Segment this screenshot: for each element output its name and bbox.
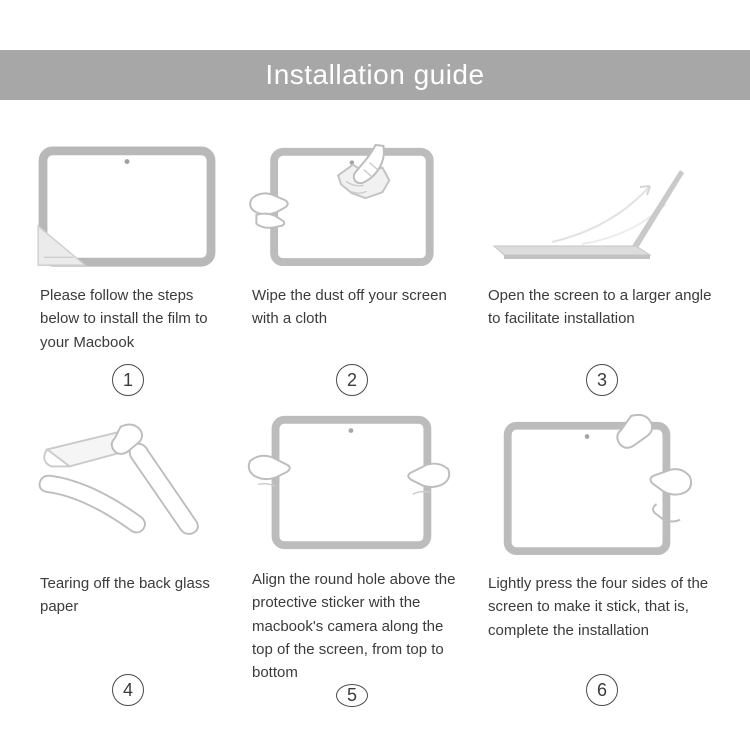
step-3-illustration xyxy=(482,122,722,270)
tear-back-paper-icon xyxy=(38,423,199,535)
step-1-illustration xyxy=(34,122,222,270)
step-2-illustration xyxy=(246,122,458,270)
step-5: Align the round hole above the protectiv… xyxy=(246,410,458,710)
step-1-caption: Please follow the steps below to install… xyxy=(40,287,208,351)
header-banner: Installation guide xyxy=(0,50,750,100)
step-2-number: 2 xyxy=(336,364,368,396)
step-4-illustration xyxy=(34,410,222,558)
align-camera-hole-icon xyxy=(247,415,451,550)
step-5-illustration xyxy=(246,410,458,554)
step-2-caption: Wipe the dust off your screen with a clo… xyxy=(252,287,447,328)
open-laptop-angle-icon xyxy=(492,170,684,259)
macbook-film-peel-icon xyxy=(37,146,216,267)
steps-grid: Please follow the steps below to install… xyxy=(34,122,722,710)
step-2: Wipe the dust off your screen with a clo… xyxy=(246,122,458,400)
step-6-illustration xyxy=(482,410,722,558)
step-5-caption: Align the round hole above the protectiv… xyxy=(252,571,456,681)
step-6-caption: Lightly press the four sides of the scre… xyxy=(488,575,709,639)
page-title: Installation guide xyxy=(265,59,485,90)
step-1-number: 1 xyxy=(112,364,144,396)
step-6: Lightly press the four sides of the scre… xyxy=(482,410,722,710)
step-1: Please follow the steps below to install… xyxy=(34,122,222,400)
step-5-number: 5 xyxy=(336,684,368,708)
step-4: Tearing off the back glass paper 4 xyxy=(34,410,222,710)
press-four-sides-icon xyxy=(503,414,693,556)
step-6-number: 6 xyxy=(586,674,618,706)
wipe-screen-cloth-icon xyxy=(249,143,434,267)
step-4-number: 4 xyxy=(112,674,144,706)
step-3-number: 3 xyxy=(586,364,618,396)
step-3-caption: Open the screen to a larger angle to fac… xyxy=(488,287,712,328)
step-3: Open the screen to a larger angle to fac… xyxy=(482,122,722,400)
step-4-caption: Tearing off the back glass paper xyxy=(40,575,210,616)
